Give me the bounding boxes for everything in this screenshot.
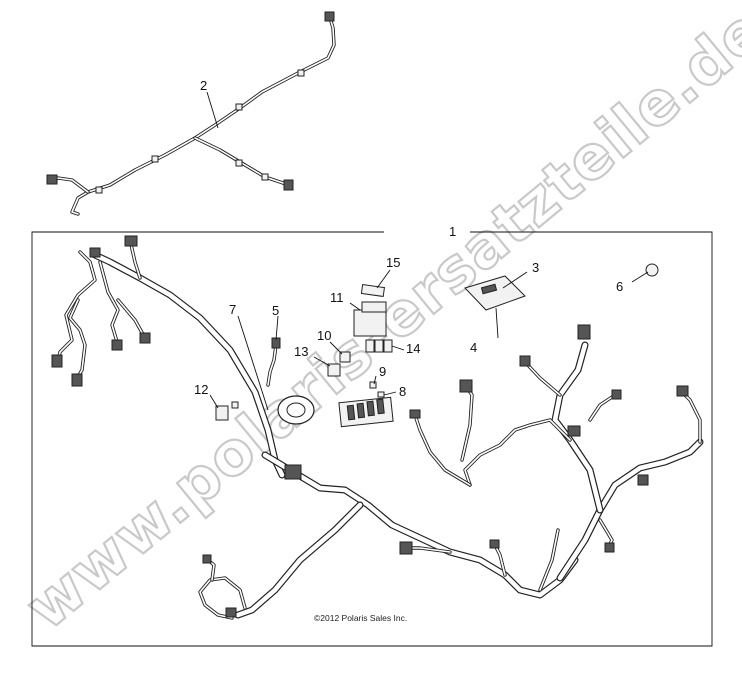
callout-3: 3	[532, 260, 539, 275]
callout-8: 8	[399, 384, 406, 399]
callout-9: 9	[379, 364, 386, 379]
main-harness	[51, 235, 704, 620]
callout-6: 6	[616, 279, 623, 294]
part-13-clip	[327, 363, 341, 377]
part-10-clip	[339, 351, 351, 363]
callout-14: 14	[406, 341, 420, 356]
part-8-clip	[377, 391, 385, 398]
leader-lines	[206, 91, 649, 411]
part-14-fuses	[365, 339, 393, 353]
callout-12: 12	[194, 382, 208, 397]
upper-harness	[46, 11, 336, 216]
fuse-block	[338, 396, 394, 428]
grommet-ring	[277, 395, 315, 425]
part-15-plate	[360, 283, 386, 298]
part-11-relay	[353, 301, 387, 337]
callout-1: 1	[449, 224, 456, 239]
callout-7: 7	[229, 302, 236, 317]
callout-2: 2	[200, 78, 207, 93]
callout-13: 13	[294, 344, 308, 359]
callout-10: 10	[317, 328, 331, 343]
copyright-text: ©2012 Polaris Sales Inc.	[314, 613, 407, 623]
callout-4: 4	[470, 340, 477, 355]
part-12-clip	[215, 401, 239, 421]
callout-15: 15	[386, 255, 400, 270]
callout-5: 5	[272, 303, 279, 318]
callouts: 1 2 3 4 5 6 7 8 9 10 11 12 13 14 15	[194, 78, 623, 399]
part-3-bracket	[464, 275, 526, 311]
part-9-clip	[369, 381, 377, 389]
part-6-grommet	[645, 263, 659, 277]
callout-11: 11	[330, 290, 344, 305]
kit-border	[31, 231, 713, 647]
